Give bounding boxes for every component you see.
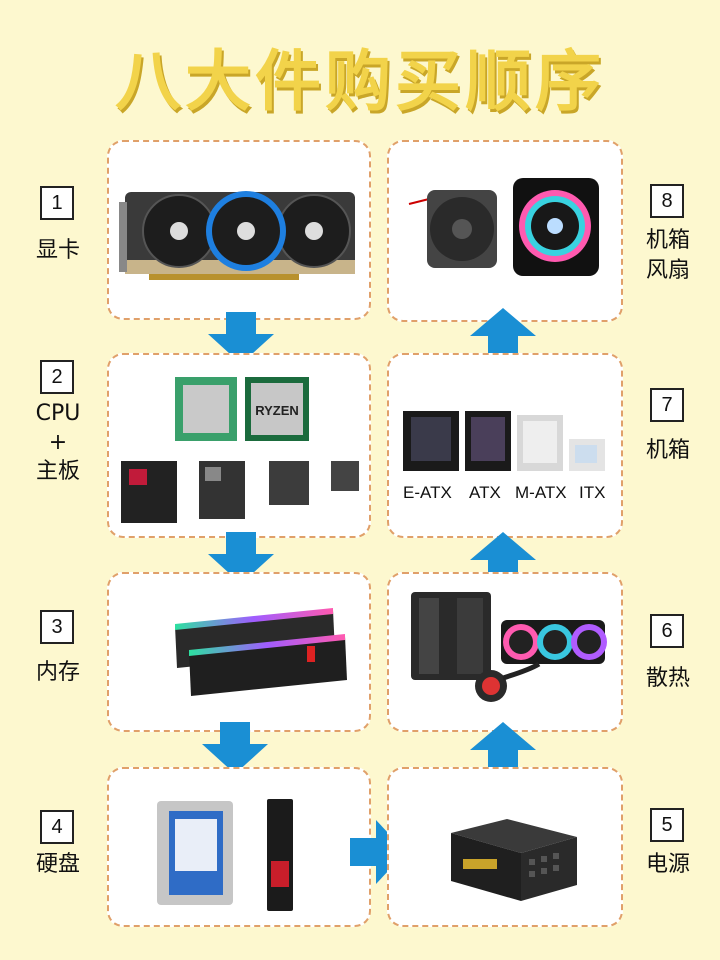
cpu-motherboard-image: RYZEN <box>121 377 359 523</box>
step-label-fans-line2: 风扇 <box>645 258 690 283</box>
card-storage <box>107 767 371 927</box>
step-number-4: 4 <box>40 810 74 844</box>
card-ram <box>107 572 371 732</box>
step-label-cpu-line2: + <box>48 430 68 455</box>
step-label-ram: 内存 <box>35 660 80 685</box>
step-number-8: 8 <box>650 184 684 218</box>
step-label-fans-line1: 机箱 <box>645 228 690 253</box>
arrow-down-icon <box>208 312 274 364</box>
step-label-psu: 电源 <box>645 852 690 877</box>
ryzen-brand-text: RYZEN <box>255 403 299 418</box>
arrow-up-icon <box>470 532 536 588</box>
card-cooling <box>387 572 623 732</box>
arrow-up-icon <box>470 722 536 778</box>
card-gpu <box>107 140 371 320</box>
case-size-eatx: E-ATX <box>403 483 452 502</box>
card-case: E-ATX ATX M-ATX ITX <box>387 353 623 538</box>
card-case-fans <box>387 140 623 322</box>
card-psu <box>387 767 623 927</box>
arrow-down-icon <box>202 722 268 774</box>
step-label-cooling: 散热 <box>645 666 690 691</box>
arrow-down-icon <box>208 532 274 584</box>
step-label-storage: 硬盘 <box>35 852 80 877</box>
step-label-case: 机箱 <box>645 438 690 463</box>
page-title: 八大件购买顺序 <box>115 43 605 120</box>
step-number-6: 6 <box>650 614 684 648</box>
step-number-3: 3 <box>40 610 74 644</box>
step-number-2: 2 <box>40 360 74 394</box>
step-label-cpu-line1: CPU <box>35 401 81 426</box>
case-size-atx: ATX <box>469 483 501 502</box>
arrow-right-icon <box>350 820 406 884</box>
case-size-itx: ITX <box>579 483 606 502</box>
card-cpu-motherboard: RYZEN <box>107 353 371 538</box>
cooler-image <box>411 592 607 702</box>
arrow-up-icon <box>470 308 536 364</box>
graphics-card-image <box>119 191 355 280</box>
step-number-7: 7 <box>650 388 684 422</box>
step-number-5: 5 <box>650 808 684 842</box>
step-label-gpu: 显卡 <box>35 238 80 263</box>
case-size-matx: M-ATX <box>515 483 567 502</box>
case-image <box>403 411 605 471</box>
storage-image <box>157 799 293 911</box>
step-number-1: 1 <box>40 186 74 220</box>
ram-image <box>175 608 347 696</box>
power-supply-image <box>451 819 577 901</box>
case-fan-image <box>408 178 599 276</box>
step-label-cpu-line3: 主板 <box>35 459 80 484</box>
